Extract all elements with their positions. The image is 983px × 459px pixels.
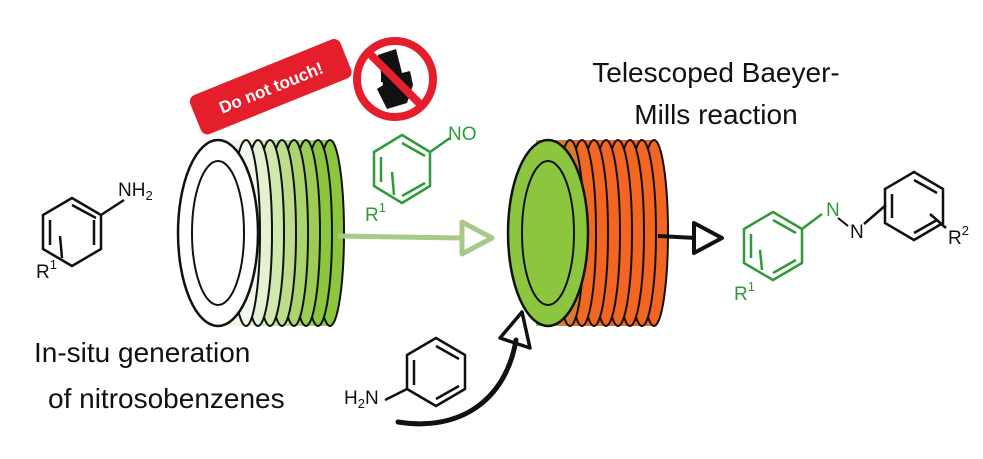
curved-arrow-icon xyxy=(395,310,532,427)
nitroso-labels: NO R1 xyxy=(365,124,477,226)
aniline-2-structure xyxy=(384,336,467,408)
aniline-labels: NH2 R1 xyxy=(36,180,153,283)
flow-arrow-icon xyxy=(337,219,495,257)
svg-text:R1: R1 xyxy=(734,279,755,305)
azo-product-structure xyxy=(742,170,947,282)
svg-text:N: N xyxy=(850,222,864,243)
product-arrow-icon xyxy=(657,221,724,255)
svg-text:NO: NO xyxy=(448,124,477,145)
caption-line-1: In-situ generation xyxy=(34,337,250,368)
svg-text:R1: R1 xyxy=(36,257,57,283)
caption: In-situ generation of nitrosobenzenes xyxy=(34,337,285,414)
reactor-coil-1 xyxy=(176,138,345,328)
aniline-2-labels: H2N xyxy=(344,388,379,411)
nitroso-structure xyxy=(372,133,451,205)
title-line-2: Mills reaction xyxy=(634,99,797,130)
no-touch-icon xyxy=(353,37,437,121)
svg-text:R2: R2 xyxy=(948,223,969,249)
azo-labels: N N R1 R2 xyxy=(734,200,969,305)
svg-text:H2N: H2N xyxy=(344,388,379,411)
reactor-coil-2 xyxy=(506,138,669,328)
warning-badge: Do not touch! xyxy=(189,39,352,135)
aniline-structure xyxy=(41,196,125,268)
title-line-1: Telescoped Baeyer- xyxy=(592,57,839,88)
caption-line-2: of nitrosobenzenes xyxy=(48,383,285,414)
svg-text:N: N xyxy=(826,200,840,221)
svg-text:R1: R1 xyxy=(365,200,386,226)
svg-text:NH2: NH2 xyxy=(118,180,153,203)
title: Telescoped Baeyer- Mills reaction xyxy=(592,57,839,130)
